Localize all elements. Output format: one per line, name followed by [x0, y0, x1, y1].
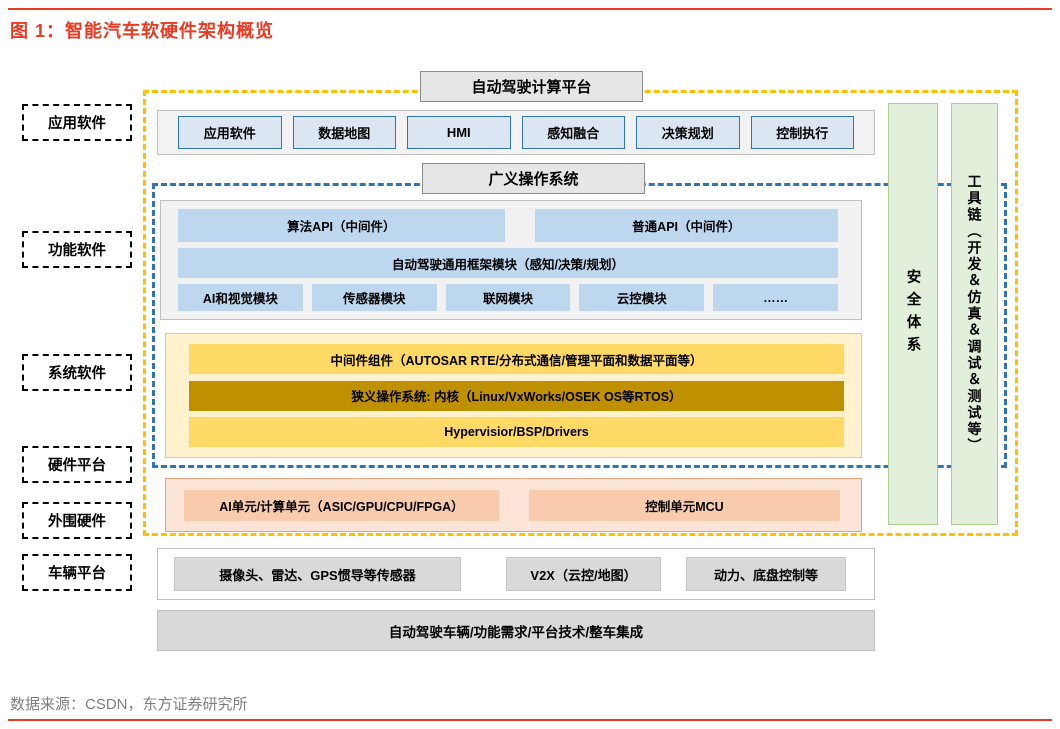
- module-network: 联网模块: [445, 284, 571, 311]
- middleware-box: 中间件组件（AUTOSAR RTE/分布式通信/管理平面和数据平面等）: [189, 344, 844, 374]
- hypervisor-box: Hypervisior/BSP/Drivers: [189, 417, 844, 447]
- kernel-box: 狭义操作系统: 内核（Linux/VxWorks/OSEK OS等RTOS）: [189, 380, 844, 411]
- hardware-platform-container: AI单元/计算单元（ASIC/GPU/CPU/FPGA） 控制单元MCU: [165, 478, 862, 532]
- app-box-application-software: 应用软件: [178, 116, 282, 149]
- autodrive-framework-box: 自动驾驶通用框架模块（感知/决策/规划）: [178, 248, 838, 278]
- figure-title: 图 1：智能汽车软硬件架构概览: [10, 21, 275, 41]
- mcu-box: 控制单元MCU: [528, 489, 840, 521]
- v2x-box: V2X（云控/地图）: [506, 557, 661, 591]
- computing-platform-header: 自动驾驶计算平台: [420, 71, 643, 102]
- function-software-container: 算法API（中间件） 普通API（中间件） 自动驾驶通用框架模块（感知/决策/规…: [160, 200, 862, 320]
- vehicle-platform-box: 自动驾驶车辆/功能需求/平台技术/整车集成: [157, 610, 875, 651]
- module-ai-vision: AI和视觉模块: [178, 284, 303, 311]
- bottom-divider: [8, 719, 1052, 721]
- common-api-box: 普通API（中间件）: [534, 209, 838, 242]
- power-chassis-box: 动力、底盘控制等: [686, 557, 846, 591]
- app-box-decision-planning: 决策规划: [636, 116, 740, 149]
- peripheral-hardware-row: 摄像头、雷达、GPS惯导等传感器 V2X（云控/地图） 动力、底盘控制等: [157, 548, 875, 600]
- app-box-hmi: HMI: [407, 116, 511, 149]
- security-system-bar: 安全体系: [888, 103, 938, 525]
- app-box-perception-fusion: 感知融合: [521, 116, 625, 149]
- toolchain-bar: 工具链（开发＆仿真＆调试＆测试等）: [951, 103, 998, 525]
- application-software-row: 应用软件 数据地图 HMI 感知融合 决策规划 控制执行: [157, 110, 875, 155]
- layer-label-system-software: 系统软件: [22, 354, 132, 391]
- module-cloud-control: 云控模块: [579, 284, 705, 311]
- app-box-control-execution: 控制执行: [750, 116, 854, 149]
- layer-label-peripheral-hardware: 外围硬件: [22, 502, 132, 539]
- module-ellipsis: ……: [713, 284, 838, 311]
- framework-row: 自动驾驶通用框架模块（感知/决策/规划）: [178, 248, 838, 278]
- sensors-box: 摄像头、雷达、GPS惯导等传感器: [174, 557, 461, 591]
- api-row: 算法API（中间件） 普通API（中间件）: [178, 209, 838, 242]
- layer-label-vehicle-platform: 车辆平台: [22, 554, 132, 591]
- top-divider: [8, 8, 1052, 10]
- module-sensor: 传感器模块: [311, 284, 437, 311]
- app-box-data-map: 数据地图: [292, 116, 396, 149]
- os-header: 广义操作系统: [422, 163, 645, 194]
- algorithm-api-box: 算法API（中间件）: [178, 209, 505, 242]
- system-software-container: 中间件组件（AUTOSAR RTE/分布式通信/管理平面和数据平面等） 狭义操作…: [165, 333, 862, 458]
- modules-row: AI和视觉模块 传感器模块 联网模块 云控模块 ……: [178, 284, 838, 311]
- layer-label-hardware-platform: 硬件平台: [22, 446, 132, 483]
- ai-compute-unit-box: AI单元/计算单元（ASIC/GPU/CPU/FPGA）: [184, 489, 499, 521]
- data-source: 数据来源：CSDN，东方证券研究所: [10, 696, 248, 713]
- layer-label-application-software: 应用软件: [22, 104, 132, 141]
- layer-label-function-software: 功能软件: [22, 231, 132, 268]
